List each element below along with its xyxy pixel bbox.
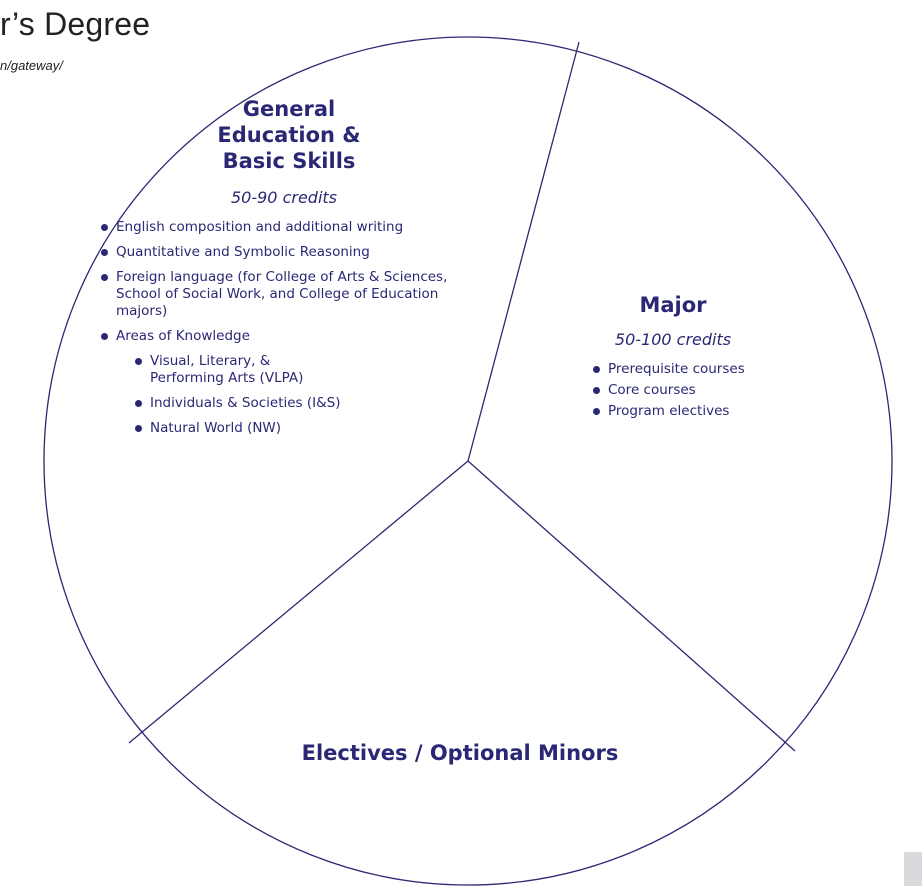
requirement-list-major: Prerequisite courses Core courses Progra… <box>590 361 768 420</box>
list-item: English composition and additional writi… <box>98 219 480 236</box>
segment-title-general-education: General Education & Basic Skills <box>174 96 404 174</box>
divider-electives-gen-ed <box>128 460 469 744</box>
page-title: r’s Degree <box>0 6 151 42</box>
segment-title-major: Major <box>639 293 707 317</box>
segment-title-electives: Electives / Optional Minors <box>301 741 619 765</box>
requirement-list-general-education: English composition and additional writi… <box>98 219 480 437</box>
segment-title-line: Basic Skills <box>222 149 356 173</box>
divider-major-electives <box>467 460 796 752</box>
sublist-item: Individuals & Societies (I&S) <box>132 395 480 412</box>
sublist-item: Natural World (NW) <box>132 420 480 437</box>
divider-gen-ed-major <box>467 41 580 462</box>
segment-title-line: Education & <box>217 123 361 147</box>
list-item: Foreign language (for College of Arts & … <box>98 269 480 320</box>
page-url: n/gateway/ <box>0 58 63 73</box>
sublist-areas-of-knowledge: Visual, Literary, & Performing Arts (VLP… <box>132 353 480 437</box>
credit-range-major: 50-100 credits <box>614 330 732 349</box>
list-item: Core courses <box>590 382 768 399</box>
segment-general-education: General Education & Basic Skills 50-90 c… <box>98 96 480 445</box>
credit-range-general-education: 50-90 credits <box>230 188 337 207</box>
segment-title-line: General <box>242 97 336 121</box>
list-item: Program electives <box>590 403 768 420</box>
list-item-label: Areas of Knowledge <box>116 328 250 344</box>
list-item: Quantitative and Symbolic Reasoning <box>98 244 480 261</box>
corner-decoration <box>904 852 922 886</box>
list-item: Prerequisite courses <box>590 361 768 378</box>
sublist-item: Visual, Literary, & Performing Arts (VLP… <box>132 353 320 387</box>
segment-electives: Electives / Optional Minors <box>200 740 720 766</box>
list-item-areas-of-knowledge: Areas of Knowledge Visual, Literary, & P… <box>98 328 480 437</box>
pie-outline <box>43 36 893 886</box>
segment-major: Major 50-100 credits Prerequisite course… <box>578 292 768 424</box>
